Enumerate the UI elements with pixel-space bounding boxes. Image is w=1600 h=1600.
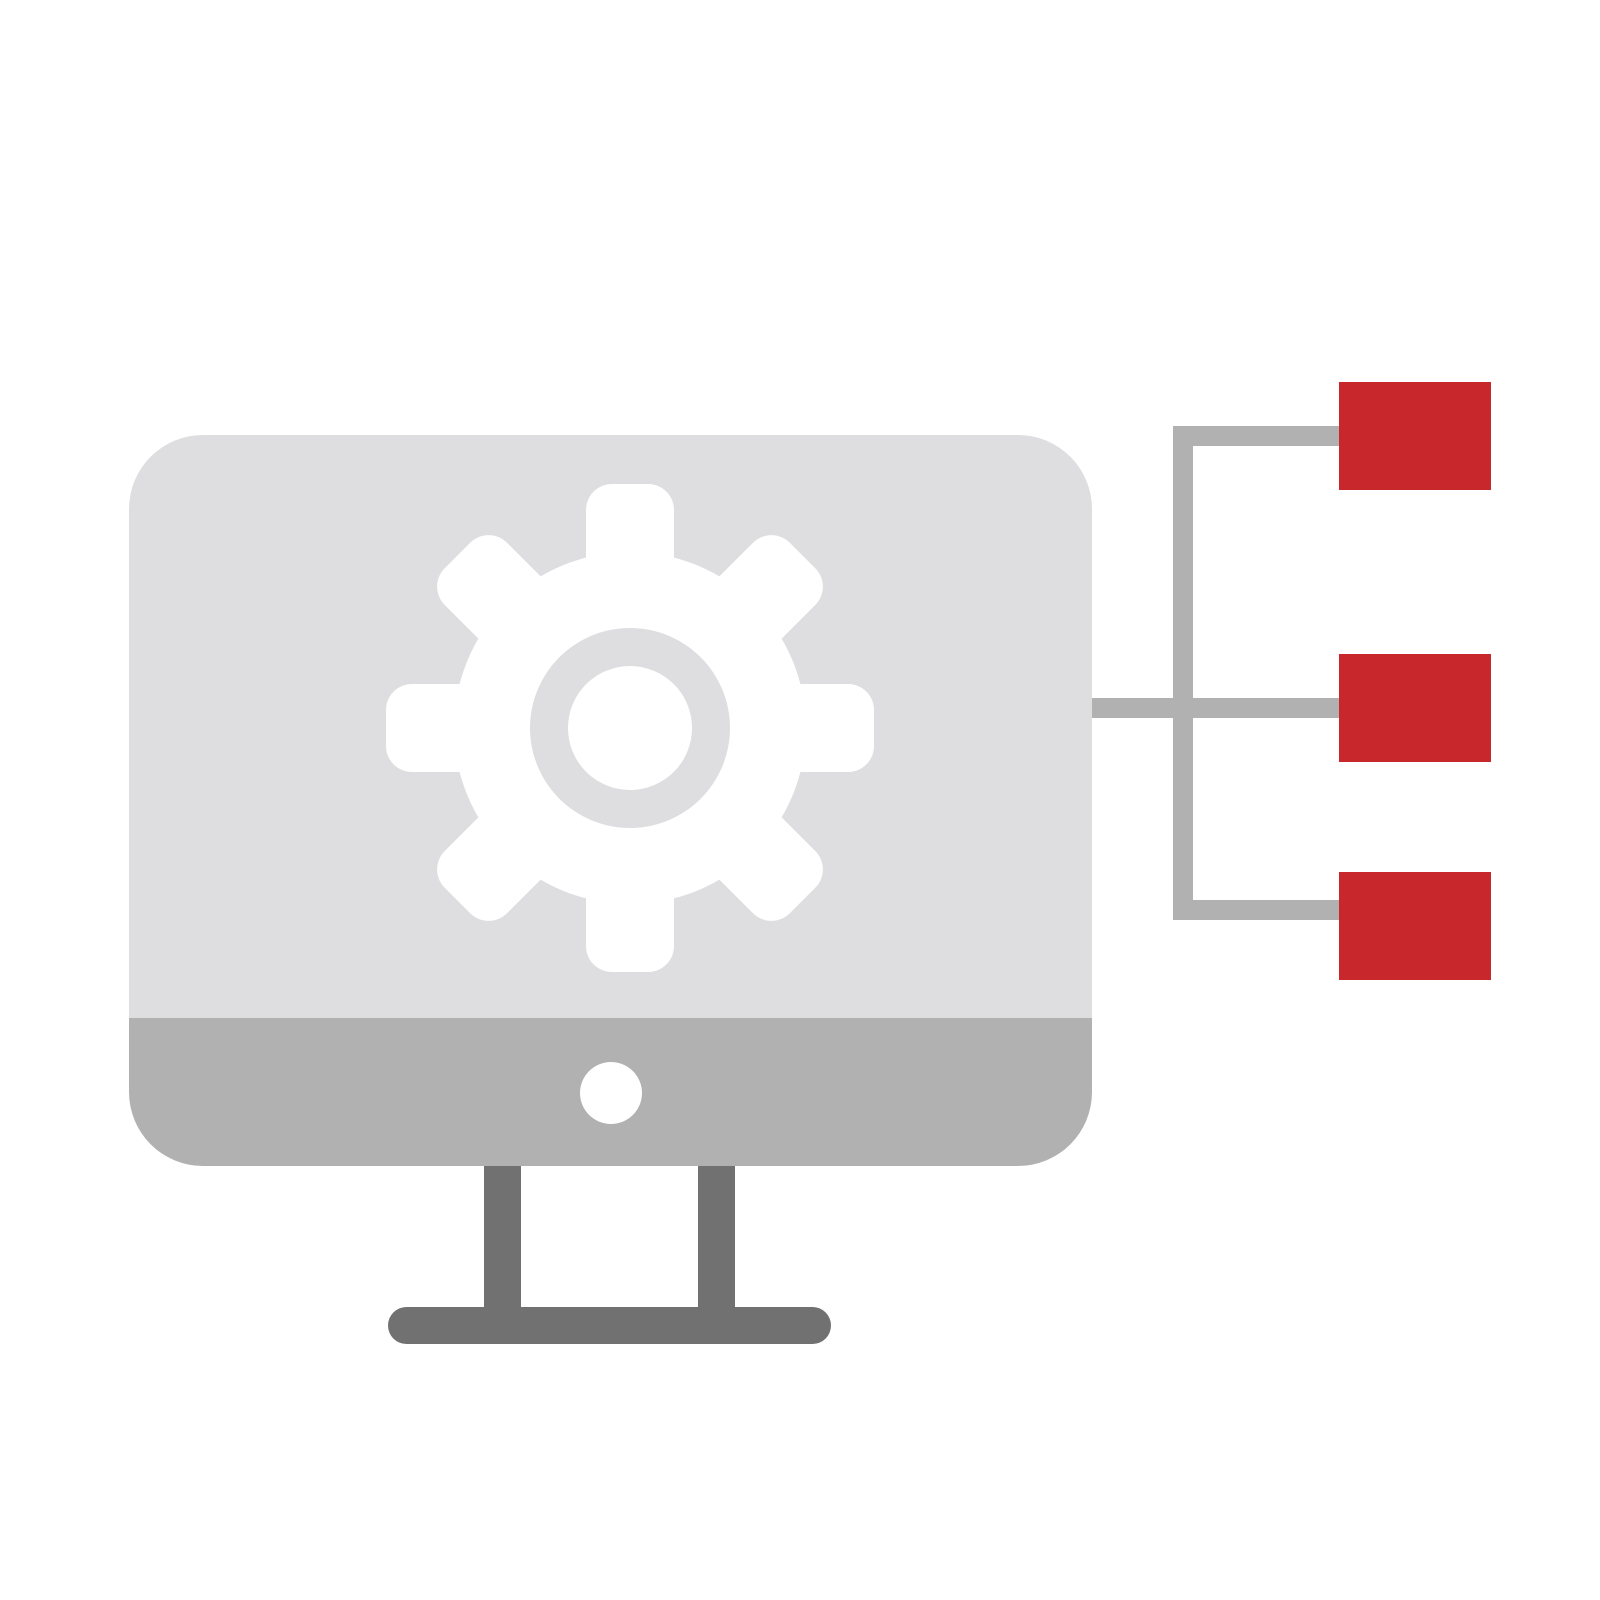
stand-base: [388, 1307, 831, 1344]
gear-icon: [386, 484, 874, 972]
connector-top: [1173, 426, 1339, 920]
monitor-stand: [388, 1164, 831, 1344]
network-node-bottom: [1339, 872, 1491, 980]
gear-hub: [568, 666, 692, 790]
power-button-icon: [580, 1062, 642, 1124]
network-node-middle: [1339, 654, 1491, 762]
network-node-top: [1339, 382, 1491, 490]
network-tree-icon: [1090, 382, 1491, 980]
